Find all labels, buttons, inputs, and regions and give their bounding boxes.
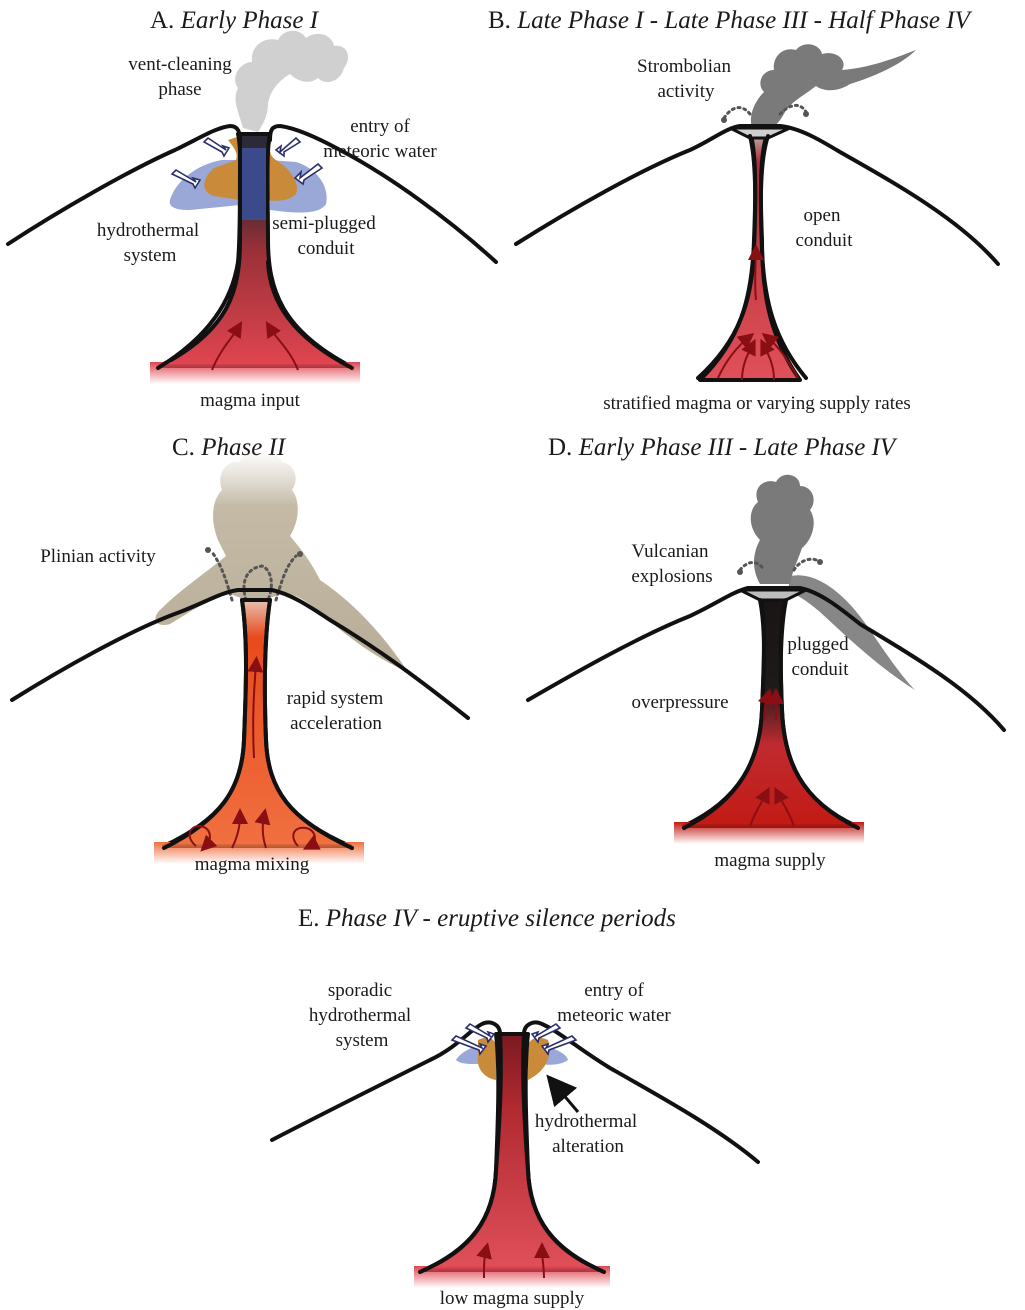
label-vulcanian-explosions: Vulcanian (632, 541, 709, 562)
label-magma-supply: magma supply (714, 850, 826, 871)
panel-e-alteration-pointer (556, 1086, 578, 1112)
label-vent-cleaning: vent-cleaning (128, 54, 232, 75)
panel-d-ash-plume (751, 475, 814, 584)
panel-b-conduit (700, 132, 800, 380)
panel-b-ash-plume (751, 44, 916, 130)
label-entry-of-meteoric-water: entry of (350, 116, 410, 137)
label-stratified-magma: stratified magma or varying supply rates (603, 393, 911, 414)
panel-a-title: A. Early Phase I (150, 7, 320, 34)
svg-text:system: system (124, 245, 177, 266)
panel-d: D. Early Phase III - Late Phase IV Vulca… (528, 434, 1004, 871)
panel-a: A. Early Phase I vent-cleaning phase (8, 7, 496, 411)
svg-text:activity: activity (658, 81, 715, 102)
label-hydrothermal-system: hydrothermal (97, 220, 199, 241)
label-low-magma-supply: low magma supply (440, 1288, 585, 1309)
svg-text:hydrothermal: hydrothermal (309, 1005, 411, 1026)
label-strombolian-activity: Strombolian (637, 56, 731, 77)
svg-text:conduit: conduit (298, 238, 356, 259)
panel-e-title: E. Phase IV - eruptive silence periods (298, 905, 676, 932)
svg-text:explosions: explosions (631, 566, 712, 587)
panel-c-plinian-plume (155, 450, 408, 672)
svg-text:alteration: alteration (552, 1136, 624, 1157)
label-magma-input: magma input (200, 390, 300, 411)
label-open-conduit: open (804, 205, 841, 226)
label-sporadic-hydrothermal-system: sporadic (328, 980, 392, 1001)
panel-a-water-column (242, 148, 266, 220)
label-rapid-system-acceleration: rapid system (287, 688, 384, 709)
svg-text:conduit: conduit (796, 230, 854, 251)
label-overpressure: overpressure (631, 692, 728, 713)
svg-text:conduit: conduit (792, 659, 850, 680)
svg-text:meteoric water: meteoric water (323, 141, 437, 162)
label-entry-of-meteoric-water-e: entry of (584, 980, 644, 1001)
panel-c: C. Phase II Plinian activity rapid syste… (12, 434, 468, 875)
svg-text:phase: phase (158, 79, 201, 100)
label-plinian-activity: Plinian activity (40, 546, 156, 567)
panel-d-title: D. Early Phase III - Late Phase IV (548, 434, 898, 461)
panel-e: E. Phase IV - eruptive silence periods s… (272, 905, 758, 1309)
svg-text:acceleration: acceleration (290, 713, 382, 734)
svg-text:meteoric water: meteoric water (557, 1005, 671, 1026)
label-plugged-conduit: plugged (787, 634, 849, 655)
svg-text:system: system (336, 1030, 389, 1051)
label-hydrothermal-alteration: hydrothermal (535, 1111, 637, 1132)
panel-c-edifice-outline (12, 590, 468, 718)
label-semi-plugged-conduit: semi-plugged (272, 213, 376, 234)
label-magma-mixing: magma mixing (195, 854, 310, 875)
panel-b-title: B. Late Phase I - Late Phase III - Half … (488, 7, 973, 34)
panel-b: B. Late Phase I - Late Phase III - Half … (488, 7, 998, 414)
panel-a-ash-plume (235, 31, 348, 132)
